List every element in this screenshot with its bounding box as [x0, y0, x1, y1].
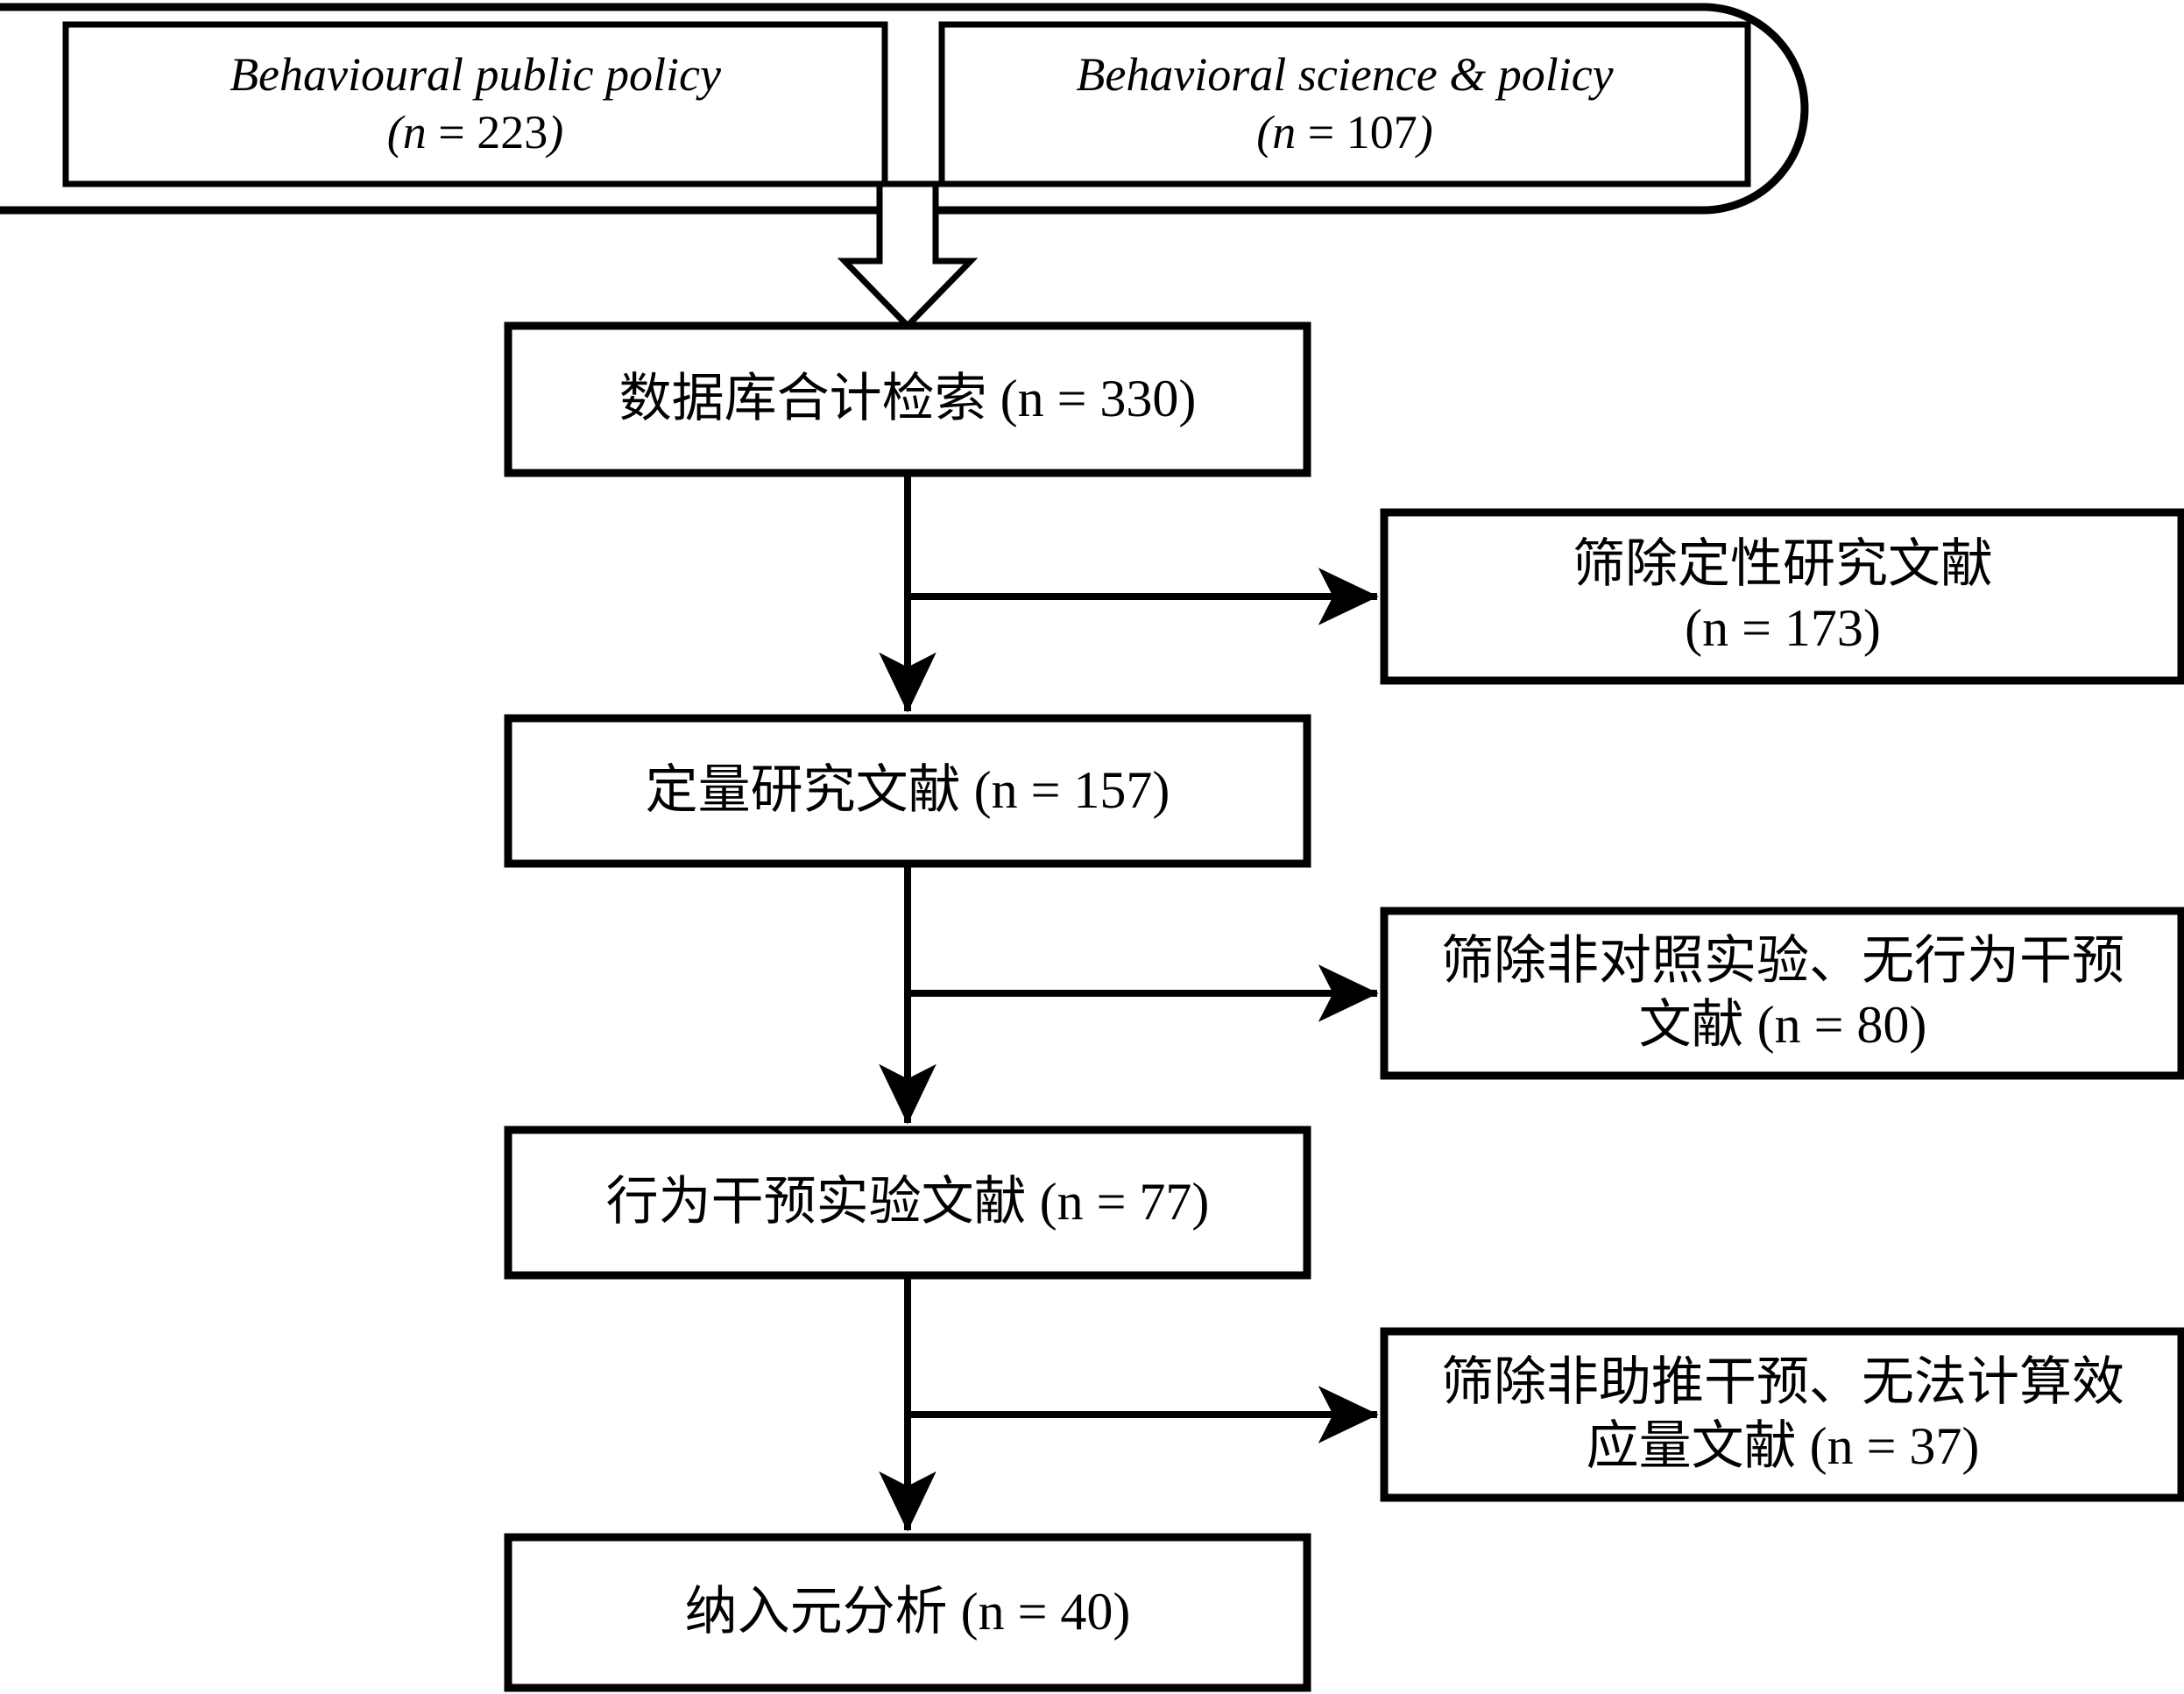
- block-arrow-sources-to-search: [837, 180, 979, 331]
- source-box-behavioural-public-policy: [62, 21, 888, 187]
- exclusion-box-noncontrolled: [1380, 907, 2184, 1080]
- step-box-behavioral-intervention-experiments: [504, 1126, 1311, 1280]
- exclusion-box-nonnudge: [1380, 1327, 2184, 1502]
- step-box-database-search: [504, 321, 1311, 477]
- step-box-included-in-meta-analysis: [504, 1533, 1311, 1692]
- exclusion-box-qualitative: [1380, 508, 2184, 685]
- step-box-quantitative-studies: [504, 714, 1311, 868]
- source-box-behavioral-science-and-policy: [938, 21, 1751, 187]
